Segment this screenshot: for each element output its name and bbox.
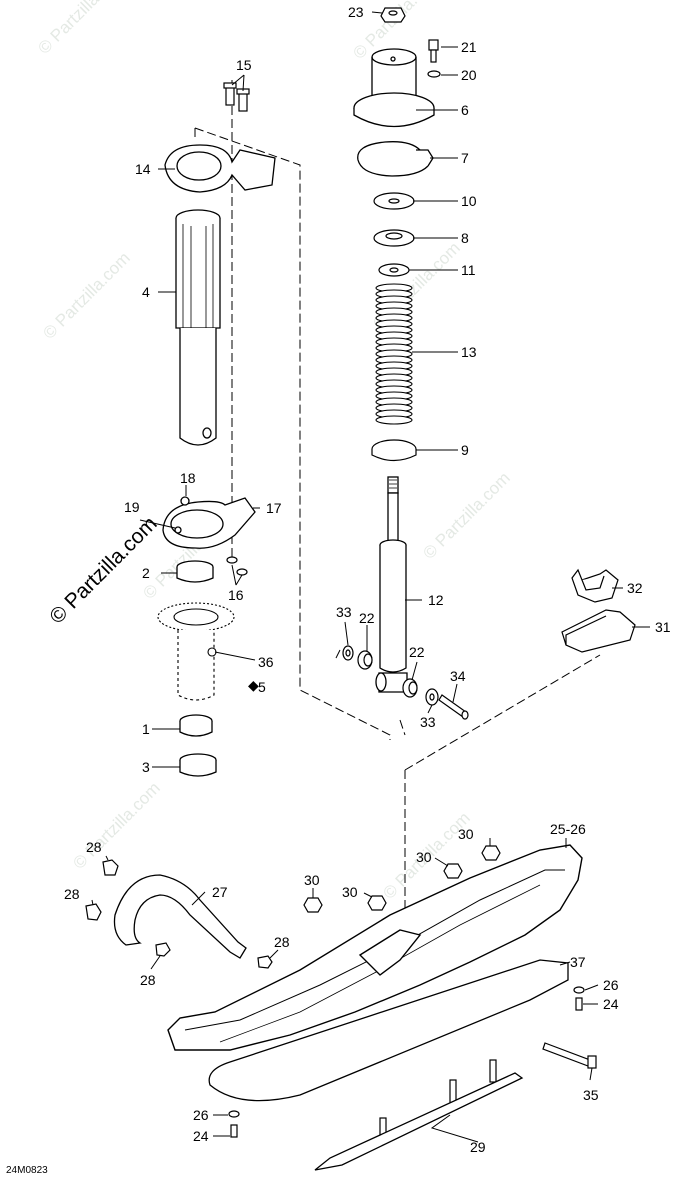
- callout-28: 28: [274, 934, 290, 950]
- callout-labels: 23 21 20 6 7 10 8 11 13 9 12 15 14 4 18 …: [6, 4, 671, 1176]
- part-22-33-right-bushings: [402, 678, 439, 706]
- callout-26: 26: [193, 1107, 209, 1123]
- callout-17: 17: [266, 500, 282, 516]
- callout-12: 12: [428, 592, 444, 608]
- callout-8: 8: [461, 230, 469, 246]
- callout-11: 11: [461, 262, 476, 278]
- callout-33: 33: [420, 714, 436, 730]
- part-13-spring: [375, 283, 413, 425]
- callout-1: 1: [142, 721, 150, 737]
- part-8-spring-seat: [373, 229, 415, 247]
- callout-16: 16: [228, 587, 244, 603]
- callout-22: 22: [409, 644, 425, 660]
- callout-7: 7: [461, 150, 469, 166]
- callout-5: 5: [258, 679, 266, 695]
- callout-32: 32: [627, 580, 643, 596]
- part-34-bolt: [438, 694, 469, 720]
- callout-36: 36: [258, 654, 274, 670]
- callout-30: 30: [342, 884, 358, 900]
- callout-35: 35: [583, 1087, 599, 1103]
- callout-31: 31: [655, 619, 671, 635]
- watermark-text: © Partzilla.com: [69, 778, 163, 872]
- part-11-washer: [378, 263, 410, 277]
- callout-24: 24: [193, 1128, 209, 1144]
- callout-6: 6: [461, 102, 469, 118]
- callout-29: 29: [470, 1139, 486, 1155]
- callout-30: 30: [458, 826, 474, 842]
- callout-18: 18: [180, 470, 196, 486]
- diagram-code: 24M0823: [6, 1165, 48, 1176]
- part-6-spring-cap: [353, 48, 435, 128]
- part-20-washer: [427, 70, 441, 78]
- leader-lines: [91, 11, 650, 1143]
- callout-24: 24: [603, 996, 619, 1012]
- part-10-washer: [373, 192, 415, 210]
- part-35-bolt: [542, 1042, 597, 1069]
- watermark-text: © Partzilla.com: [39, 248, 133, 342]
- part-27-handle: [113, 874, 247, 959]
- callout-37: 37: [570, 954, 586, 970]
- callout-30: 30: [304, 872, 320, 888]
- callout-5-drop-icon: ◆: [248, 677, 259, 693]
- part-7-clip: [357, 141, 434, 177]
- spring-coil: [375, 415, 413, 425]
- watermark-text: © Partzilla.com: [34, 0, 128, 58]
- part-16-nuts: [226, 556, 248, 576]
- callout-19: 19: [124, 499, 140, 515]
- part-31-wear-pad: [561, 609, 636, 653]
- callout-28: 28: [64, 886, 80, 902]
- callout-9: 9: [461, 442, 469, 458]
- callout-13: 13: [461, 344, 477, 360]
- callout-28: 28: [86, 839, 102, 855]
- callout-23: 23: [348, 4, 364, 20]
- callout-2: 2: [142, 565, 150, 581]
- callout-26: 26: [603, 977, 619, 993]
- callout-28: 28: [140, 972, 156, 988]
- part-33-22-left-bushings: [342, 645, 373, 670]
- callout-22: 22: [359, 610, 375, 626]
- callout-4: 4: [142, 284, 150, 300]
- part-9-spring-seat: [371, 439, 417, 462]
- part-2-bearing: [176, 560, 214, 583]
- part-5-housing: [157, 602, 235, 701]
- part-15-bolts: [223, 82, 250, 112]
- part-37-runner-pad: [208, 959, 569, 1102]
- callout-27: 27: [212, 884, 228, 900]
- part-24-26-hardware: [228, 986, 585, 1138]
- part-28-fasteners: [85, 859, 273, 969]
- part-21-screw: [428, 39, 439, 63]
- callout-10: 10: [461, 193, 477, 209]
- part-23-nut: [380, 7, 406, 23]
- part-25-26-ski: [167, 844, 583, 1051]
- part-14-bracket: [164, 144, 276, 193]
- watermark-text: © Partzilla.com: [419, 468, 513, 562]
- part-4-steering-column: [175, 209, 221, 446]
- part-29-carbide: [314, 1072, 524, 1171]
- watermarks: © Partzilla.com © Partzilla.com © Partzi…: [34, 0, 513, 903]
- callout-21: 21: [461, 39, 477, 55]
- part-3-bearing: [179, 753, 217, 777]
- part-30-nuts: [303, 845, 501, 913]
- callout-33: 33: [336, 604, 352, 620]
- callout-20: 20: [461, 67, 477, 83]
- callout-25-26: 25-26: [550, 821, 586, 837]
- part-17-lower-bracket: [162, 496, 256, 549]
- callout-34: 34: [450, 668, 466, 684]
- part-32-clip: [571, 568, 619, 603]
- callout-3: 3: [142, 759, 150, 775]
- callout-15: 15: [236, 57, 252, 73]
- callout-14: 14: [135, 161, 151, 177]
- part-12-shock: [375, 476, 408, 693]
- part-1-bearing: [179, 714, 213, 737]
- callout-30: 30: [416, 849, 432, 865]
